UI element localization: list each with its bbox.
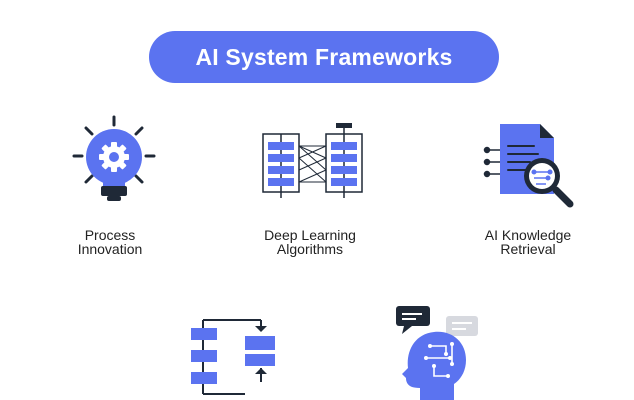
item-label: AI Knowledge Retrieval xyxy=(484,227,572,257)
title-pill: AI System Frameworks xyxy=(149,31,499,83)
ai-head-chat-icon xyxy=(396,306,478,400)
page-title: AI System Frameworks xyxy=(195,43,453,70)
flow-blocks-icon xyxy=(191,319,275,395)
item-label: Process Innovation xyxy=(77,227,143,257)
flowchart-layers-icon xyxy=(262,123,363,198)
document-search-icon xyxy=(483,124,574,208)
item-label: Deep Learning Algorithms xyxy=(264,227,356,257)
lightbulb-gear-icon xyxy=(72,115,156,201)
